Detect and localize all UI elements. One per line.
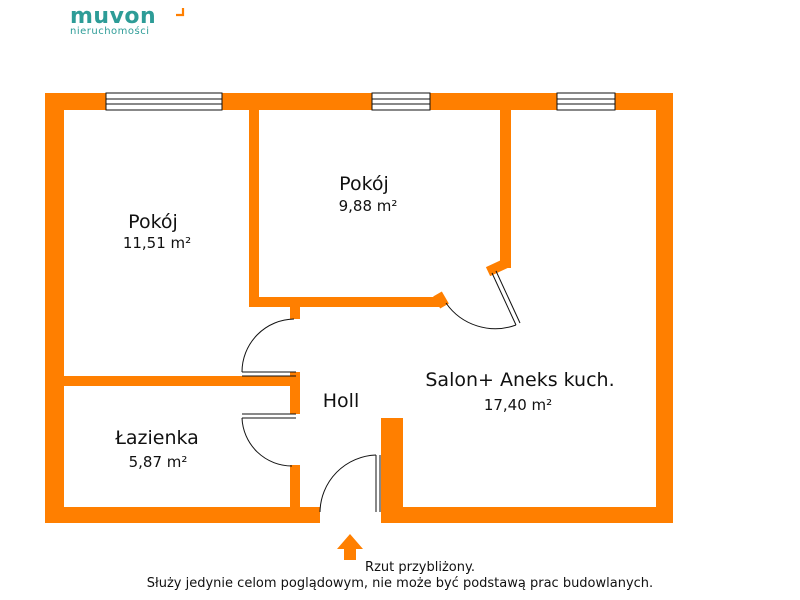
door-bathroom [241, 413, 296, 467]
door-left-room [241, 318, 296, 377]
floor-plan: Pokój 11,51 m² Pokój 9,88 m² Salon+ Anek… [45, 92, 673, 560]
disclaimer-note: Rzut przybliżony. Służy jedynie celom po… [0, 560, 800, 592]
brand-logo: muvon nieruchomości [70, 4, 185, 37]
room-3-area: 17,40 m² [484, 396, 552, 414]
room-2-name: Pokój [339, 173, 389, 195]
wall-inner-left-vertical [249, 108, 259, 305]
room-5-area: 5,87 m² [129, 453, 188, 471]
window-1 [105, 92, 223, 111]
windows [105, 92, 616, 111]
wall-holl-right [381, 418, 403, 523]
logo-arrow-icon [176, 8, 185, 17]
wall-bottom-left [45, 507, 320, 523]
disclaimer-line-2: Służy jedynie celom poglądowym, nie może… [146, 576, 654, 591]
door-middle-room [445, 270, 521, 330]
doors [241, 270, 521, 513]
wall-inner-middle-right [500, 108, 511, 268]
wall-right [656, 93, 673, 523]
wall-bottom-right [381, 507, 673, 523]
brand-tagline: nieruchomości [70, 26, 150, 37]
door-entrance [319, 454, 381, 513]
room-labels: Pokój 11,51 m² Pokój 9,88 m² Salon+ Anek… [114, 173, 614, 471]
room-3-name: Salon+ Aneks kuch. [425, 369, 614, 391]
brand-name: muvon [70, 4, 157, 29]
disclaimer-line-1: Rzut przybliżony. [365, 560, 475, 575]
room-1-name: Pokój [128, 211, 178, 233]
wall-left [45, 93, 64, 523]
room-4-name: Holl [323, 390, 359, 412]
room-2-area: 9,88 m² [339, 197, 398, 215]
wall-door-stub-a [433, 291, 449, 309]
window-3 [556, 92, 616, 111]
room-5-name: Łazienka [114, 427, 199, 449]
wall-holl-left-mid [290, 372, 300, 414]
wall-inner-middle-bottom [249, 297, 442, 307]
window-2 [371, 92, 431, 111]
room-1-area: 11,51 m² [123, 234, 191, 252]
wall-bathroom-top [45, 376, 300, 386]
wall-holl-left-bottom [290, 465, 300, 515]
entrance-arrow-icon [337, 534, 363, 560]
wall-holl-left-top [290, 305, 300, 319]
wall-door-stub-b [485, 257, 511, 277]
